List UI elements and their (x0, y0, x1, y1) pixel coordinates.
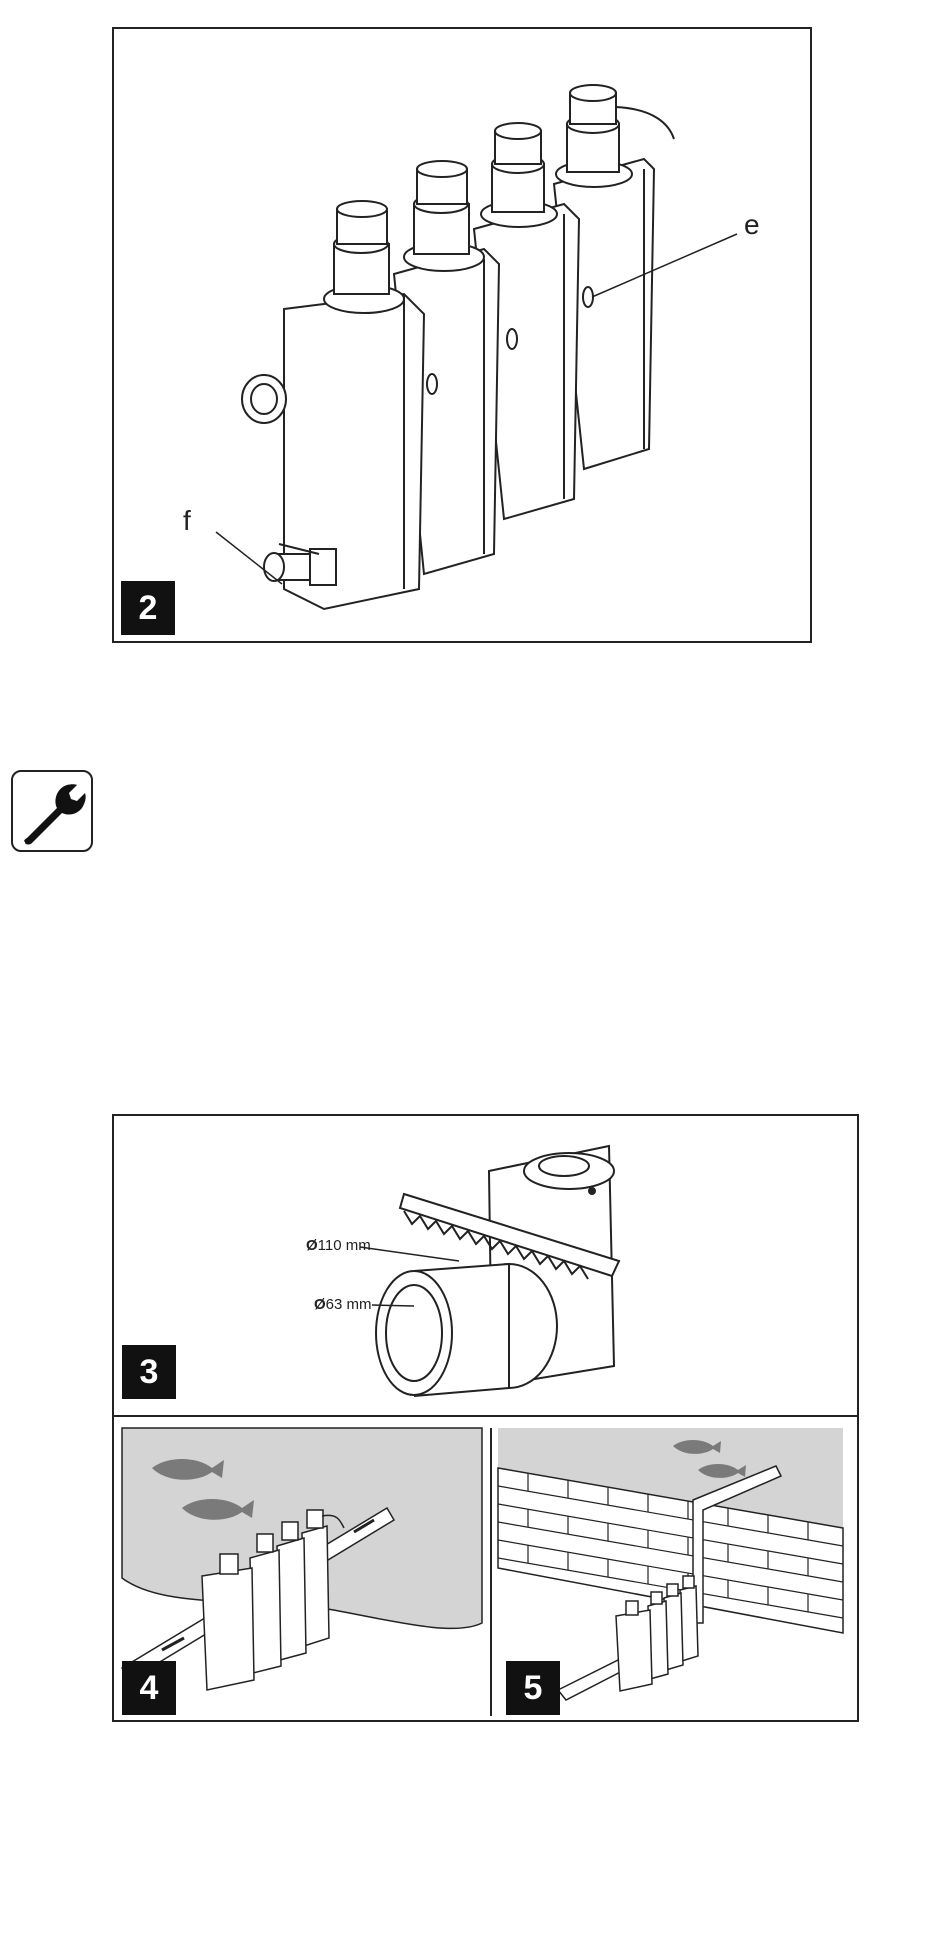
callout-f: f (183, 505, 191, 537)
figure-2-frame: e f 2 (112, 27, 812, 643)
dimension-110-value: 110 mm (318, 1237, 371, 1254)
diameter-symbol-icon: Ø (314, 1296, 326, 1313)
filter-modules-illustration (114, 29, 814, 645)
wrench-icon-box (11, 770, 93, 852)
figures-3-4-5-frame: Ø110 mm Ø63 mm 3 4 (112, 1114, 859, 1722)
callout-e: e (744, 209, 760, 241)
diameter-symbol-icon: Ø (306, 1237, 318, 1254)
wrench-icon (13, 772, 91, 850)
figure-number-4: 4 (122, 1661, 176, 1715)
pond-installation-illustration (122, 1428, 492, 1718)
figure-number-5: 5 (506, 1661, 560, 1715)
horizontal-divider (114, 1415, 859, 1417)
dimension-63-value: 63 mm (326, 1296, 372, 1313)
dimension-63-label: Ø63 mm (314, 1296, 372, 1313)
dimension-110-label: Ø110 mm (306, 1237, 371, 1254)
figure-number-3: 3 (122, 1345, 176, 1399)
pipe-cutting-illustration (114, 1116, 861, 1416)
figure-number-2: 2 (121, 581, 175, 635)
